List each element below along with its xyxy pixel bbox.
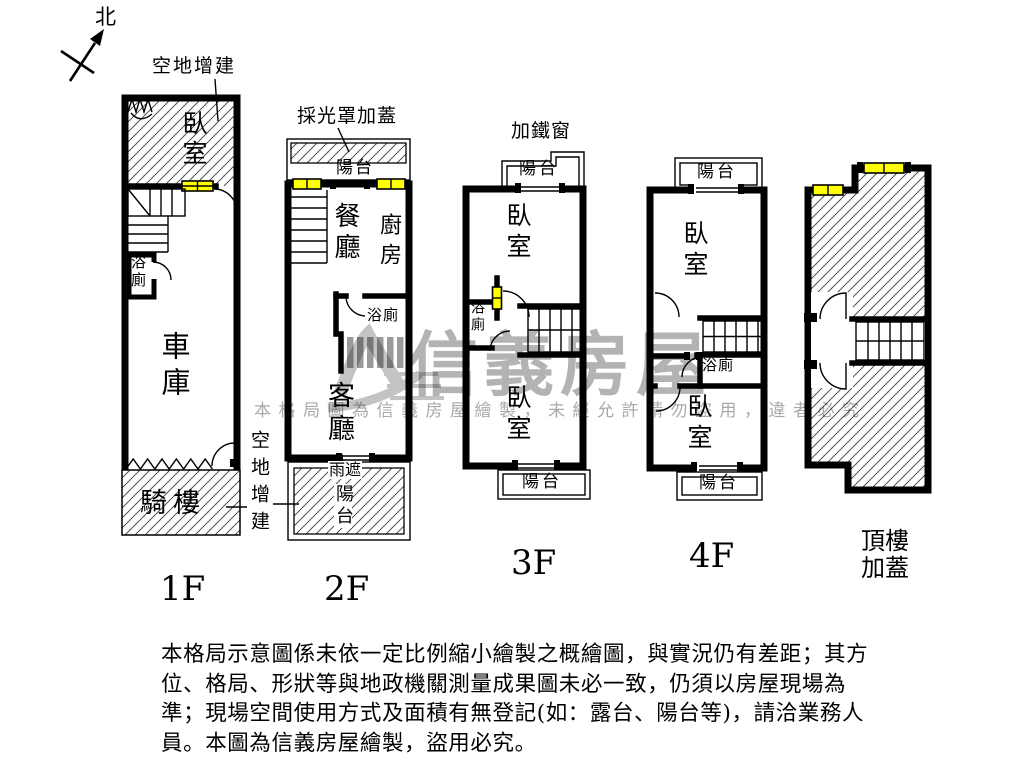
f2-balcony-top-outline: [286, 138, 411, 181]
annotation-vacant-addition-1f: 空地增建: [152, 55, 237, 77]
f1-arcade-hatch: [121, 469, 241, 536]
floor-1f: [121, 78, 299, 536]
notice-watermark: 本格局圖為信義房屋繪製，未經允許請勿盜用，違者必究: [254, 401, 867, 421]
floor-roof: [804, 162, 932, 494]
f2-dining-label: 餐廳: [330, 202, 360, 264]
north-arrow: [60, 29, 104, 82]
f2-balcony-bottom-label: 陽台: [333, 484, 354, 528]
f1-floor-label: 1F: [160, 569, 206, 609]
f2-bath-label: 浴廁: [367, 306, 400, 324]
f1-entry-door-arc: [211, 442, 236, 467]
f1-bath-label: 浴廁: [129, 254, 147, 290]
leader-skylight: [337, 127, 350, 153]
f4-bedroom-top-label: 臥室: [680, 220, 709, 282]
f3-floor-label: 3F: [511, 543, 557, 583]
f4-balcony-top-label: 陽台: [697, 162, 737, 182]
f2-bath-door-arc: [345, 296, 366, 317]
f4-stairs: [697, 315, 767, 353]
f1-arcade-label: 騎樓: [140, 488, 206, 519]
annotation-vacant-addition-2f: 空地增建: [248, 430, 270, 538]
f1-outer-walls: [121, 94, 241, 471]
f1-garage-door-zigzag: [125, 457, 213, 471]
f3-bedroom-top-label: 臥室: [503, 202, 532, 264]
f3-bedroom-bottom-label: 臥室: [503, 384, 532, 446]
f3-balcony-top-outline: [501, 151, 585, 186]
f1-garage-label: 車庫: [157, 331, 191, 403]
roof-windows: [812, 162, 911, 196]
f4-balcony-bottom-label: 陽台: [699, 473, 739, 493]
f4-door-arc-3: [655, 386, 681, 412]
disclaimer-line1: 本格局示意圖係未依一定比例縮小繪製之概繪圖，與實況仍有差距；其方: [161, 642, 869, 667]
f1-bathroom: [126, 252, 172, 300]
f4-bath-label: 浴廁: [702, 356, 735, 374]
roof-door-arc-down: [819, 362, 847, 390]
f3-balcony-bottom-outline: [497, 469, 591, 500]
disclaimer-text: 本格局示意圖係未依一定比例縮小繪製之概繪圖，與實況仍有差距；其方 位、格局、形狀…: [161, 640, 911, 758]
f2-windows-top: [292, 178, 406, 190]
f1-window: [181, 180, 214, 192]
f1-bedroom-label: 臥室: [179, 110, 208, 170]
annotation-iron-window: 加鐵窗: [511, 120, 572, 142]
f3-balcony-bottom-label: 陽台: [522, 472, 562, 492]
f3-bath-window: [491, 286, 503, 310]
f1-bedroom-door-arc: [213, 188, 238, 213]
f3-stairs: [517, 303, 586, 358]
floor-4f: [646, 157, 768, 501]
floor-3f: [462, 151, 591, 500]
f1-stairs: [127, 188, 186, 253]
roof-floor-label: 頂樓 加蓋: [845, 528, 925, 582]
brand-watermark: 信義房屋: [408, 323, 712, 406]
roof-label-line1: 頂樓: [861, 527, 909, 555]
f3-bath-label: 浴廁: [469, 300, 485, 334]
annotation-skylight-cover: 採光罩加蓋: [297, 105, 398, 127]
north-label: 北: [95, 5, 116, 29]
disclaimer-line2: 位、格局、形狀等與地政機關測量成果圖未必一致，仍須以房屋現場為: [161, 671, 847, 697]
f2-living-label: 客廳: [323, 381, 354, 447]
f4-balcony-bottom-outline: [676, 471, 763, 501]
roof-door-arc-up: [819, 292, 847, 320]
sinyi-logo-watermark: [327, 323, 444, 413]
f4-floor-label: 4F: [689, 536, 735, 576]
roof-label-line2: 加蓋: [861, 553, 909, 582]
f2-floor-label: 2F: [324, 569, 370, 609]
disclaimer-line3: 準；現場空間使用方式及面積有無登記(如：露台、陽台等)，請洽業務人: [161, 701, 865, 726]
disclaimer-line4: 員。本圖為信義房屋繪製，盜用必究。: [161, 730, 537, 756]
f4-bedroom-bottom-label: 臥室: [684, 393, 713, 455]
f3-door-arc-2: [489, 330, 511, 352]
roof-stairs: [855, 321, 925, 361]
f2-rain-cover-label: 雨遮: [328, 460, 363, 479]
f3-balcony-top-label: 陽台: [519, 159, 559, 179]
f1-spring-icon: [127, 96, 153, 115]
f4-door-arc-1: [654, 292, 680, 318]
f2-kitchen-label: 廚房: [376, 213, 401, 273]
leader-vacant-1f: [214, 78, 219, 122]
f2-skylight-hatch: [290, 142, 407, 164]
f2-balcony-top-label: 陽台: [336, 158, 374, 178]
f2-stairs: [291, 190, 328, 264]
